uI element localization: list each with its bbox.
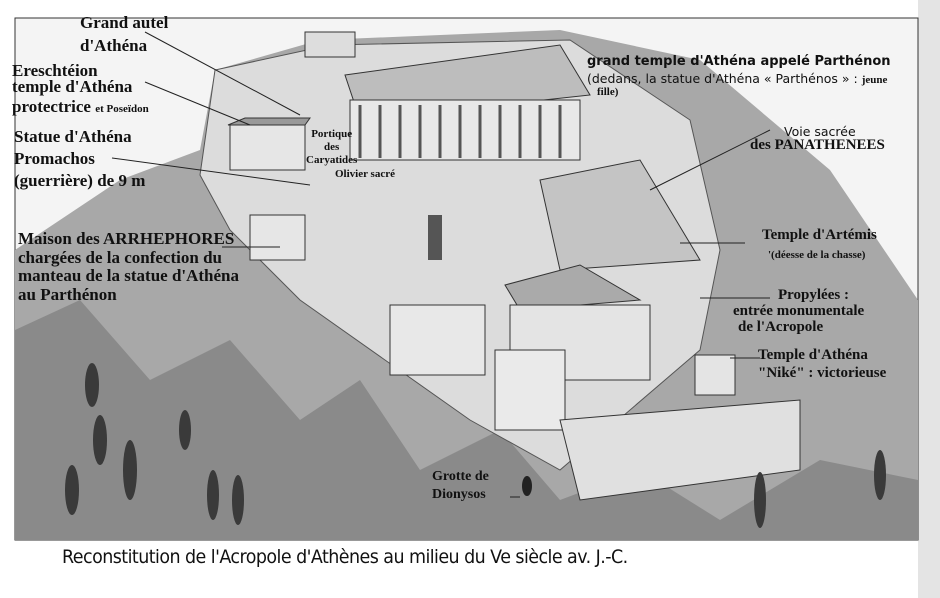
label-line: des — [324, 141, 340, 154]
label-line: Propylées : — [778, 287, 849, 303]
label-line: Temple d'Athéna — [758, 347, 868, 363]
label-propylees: Propylées : entrée monumentale de l'Acro… — [733, 287, 865, 335]
label-line: (guerrière) de 9 m — [14, 170, 146, 190]
label-line: chargées de la confection du — [18, 247, 222, 267]
label-olivier: Olivier sacré — [335, 168, 395, 180]
altar — [304, 31, 356, 58]
label-grand-autel: Grand autel d'Athéna — [80, 14, 168, 55]
label-line: Ereschtéion — [12, 61, 98, 80]
label-line: Grotte de — [432, 469, 489, 484]
label-line: Voie sacrée — [784, 124, 856, 139]
leader-lines — [111, 31, 771, 498]
label-line: entrée monumentale — [733, 302, 865, 319]
cypress-trees — [65, 363, 886, 528]
sanctuary-buildings — [539, 159, 701, 271]
label-line: des PANATHENEES — [750, 137, 885, 154]
label-line: Grand autel — [80, 13, 169, 32]
arrhephores-house — [249, 214, 306, 261]
nike-temple — [694, 354, 736, 396]
label-line: Promachos — [14, 148, 95, 168]
label-line: Portique — [311, 128, 353, 140]
label-erechtheion: Ereschtéion temple d'Athéna protectrice … — [12, 61, 149, 117]
parthenon-building — [344, 44, 591, 161]
label-line: Maison des ARRHEPHORES — [18, 229, 235, 248]
label-line: "Niké" : victorieuse — [758, 364, 887, 381]
label-line: de l'Acropole — [738, 318, 824, 335]
label-line: jeune — [861, 73, 888, 86]
label-line: fille) — [597, 86, 619, 99]
label-nike: Temple d'Athéna "Niké" : victorieuse — [758, 347, 887, 382]
label-line: '(déesse de la chasse) — [768, 248, 866, 261]
label-line: manteau de la statue d'Athéna — [18, 266, 240, 286]
label-line: Caryatides — [306, 154, 358, 167]
label-line: au Parthénon — [18, 285, 117, 305]
label-line: d'Athéna — [80, 35, 148, 55]
label-grotte: Grotte de Dionysos — [432, 468, 489, 504]
label-voie-sacree: Voie sacrée des PANATHENEES — [750, 125, 885, 154]
erechtheion-building — [229, 124, 306, 171]
label-line: temple d'Athéna — [12, 77, 133, 97]
label-artemis: Temple d'Artémis '(déesse de la chasse) — [762, 227, 877, 261]
label-line: Dionysos — [432, 487, 486, 503]
label-line: protectrice — [12, 97, 91, 117]
dionysos-cave — [522, 476, 532, 496]
label-line: Statue d'Athéna — [14, 127, 132, 146]
label-line: grand temple d'Athéna appelé Parthénon — [587, 54, 891, 69]
label-line: (dedans, la statue d'Athéna « Parthénos … — [587, 70, 858, 86]
promachos-statue — [428, 215, 442, 260]
label-arrhephores: Maison des ARRHEPHORES chargées de la co… — [18, 229, 240, 305]
label-parthenon: grand temple d'Athéna appelé Parthénon (… — [587, 55, 891, 99]
caption: Reconstitution de l'Acropole d'Athènes a… — [62, 546, 628, 568]
label-line: Temple d'Artémis — [762, 227, 877, 243]
label-line: et Poseïdon — [95, 103, 149, 116]
label-caryatides: Portique des Caryatides — [306, 128, 357, 168]
label-promachos: Statue d'Athéna Promachos (guerrière) de… — [14, 128, 145, 190]
